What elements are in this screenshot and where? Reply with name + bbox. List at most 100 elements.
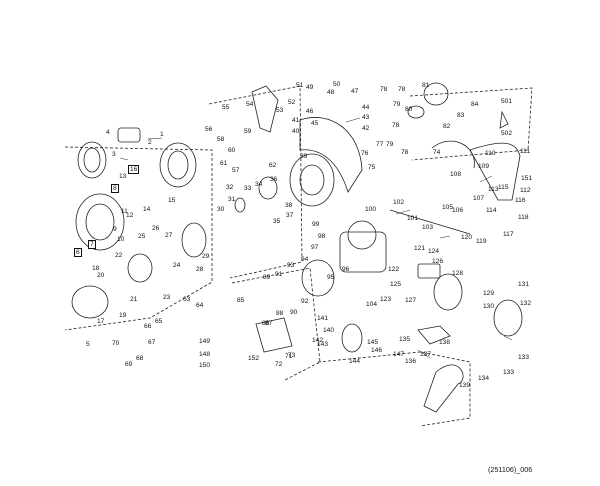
- callout-145: 145: [367, 339, 379, 346]
- callout-8: 8: [111, 184, 119, 193]
- callout-47: 47: [351, 88, 359, 95]
- callout-70: 70: [112, 340, 120, 347]
- callout-52: 52: [288, 99, 296, 106]
- callout-26: 26: [152, 225, 160, 232]
- part-handle-arm: [423, 364, 464, 413]
- callout-90: 90: [290, 309, 298, 316]
- callout-38: 38: [285, 202, 293, 209]
- part-spool-body: [75, 193, 125, 251]
- callout-100: 100: [365, 206, 377, 213]
- callout-134: 134: [478, 375, 490, 382]
- callout-122: 122: [388, 266, 400, 273]
- leader-line: [147, 137, 163, 140]
- part-bail-wire: [431, 140, 475, 169]
- part-spool-front-inner: [167, 150, 189, 180]
- callout-118: 118: [518, 214, 529, 221]
- callout-106: 106: [452, 207, 464, 214]
- diagram-code: (251106)_006: [488, 465, 533, 474]
- callout-10: 10: [117, 236, 125, 243]
- callout-144: 144: [349, 358, 361, 365]
- callout-16: 16: [128, 165, 140, 174]
- callout-146: 146: [371, 347, 383, 354]
- callout-71: 71: [285, 353, 293, 360]
- callout-102: 102: [393, 199, 405, 206]
- callout-77: 77: [376, 141, 384, 148]
- callout-126: 126: [432, 258, 444, 265]
- callout-87: 87: [265, 320, 273, 327]
- callout-22: 22: [115, 252, 123, 259]
- callout-96: 96: [342, 266, 350, 273]
- callout-92: 92: [301, 298, 309, 305]
- part-reel-body: [339, 231, 387, 273]
- callout-139: 139: [459, 382, 471, 389]
- callout-41: 41: [292, 117, 300, 124]
- callout-32: 32: [226, 184, 234, 191]
- leader-line: [119, 157, 129, 161]
- part-gear-cover: [433, 273, 463, 311]
- callout-143: 143: [317, 341, 329, 348]
- part-gear-ring: [301, 259, 335, 297]
- callout-48: 48: [327, 89, 335, 96]
- callout-130: 130: [483, 303, 495, 310]
- callout-62: 62: [269, 162, 277, 169]
- callout-78b: 78: [398, 86, 406, 93]
- callout-65: 65: [155, 318, 163, 325]
- callout-149: 149: [199, 338, 211, 345]
- leader-line: [417, 349, 431, 359]
- callout-84: 84: [471, 101, 479, 108]
- callout-132: 132: [520, 300, 532, 307]
- callout-83: 83: [457, 112, 465, 119]
- callout-44: 44: [362, 104, 370, 111]
- callout-58: 58: [217, 136, 225, 143]
- callout-27: 27: [165, 232, 173, 239]
- callout-4: 4: [106, 129, 110, 136]
- callout-79a: 79: [393, 101, 401, 108]
- callout-14: 14: [143, 206, 151, 213]
- part-rotor-nut: [258, 176, 278, 200]
- leader-line: [439, 235, 451, 239]
- callout-98: 98: [318, 233, 326, 240]
- callout-97: 97: [311, 244, 319, 251]
- callout-19: 19: [119, 312, 127, 319]
- callout-109: 109: [478, 163, 490, 170]
- callout-501: 501: [501, 98, 513, 105]
- callout-110: 110: [485, 150, 496, 157]
- callout-50: 50: [333, 81, 341, 88]
- callout-3: 3: [112, 151, 116, 158]
- callout-42: 42: [362, 125, 370, 132]
- part-foot-screw: [499, 110, 509, 129]
- callout-30: 30: [217, 206, 225, 213]
- callout-123: 123: [380, 296, 392, 303]
- part-bail-spring: [251, 85, 279, 133]
- callout-128: 128: [452, 270, 464, 277]
- part-side-plate: [493, 299, 523, 337]
- callout-53: 53: [276, 107, 284, 114]
- callout-33: 33: [244, 185, 252, 192]
- callout-57: 57: [232, 167, 240, 174]
- callout-9: 9: [113, 226, 117, 233]
- part-handle-knob: [423, 82, 449, 106]
- callout-34: 34: [255, 181, 263, 188]
- callout-59: 59: [244, 128, 252, 135]
- callout-56: 56: [205, 126, 213, 133]
- callout-18: 18: [92, 265, 100, 272]
- callout-88: 88: [276, 310, 284, 317]
- callout-49: 49: [306, 84, 314, 91]
- callout-72: 72: [275, 361, 283, 368]
- callout-64: 64: [196, 302, 204, 309]
- callout-46: 46: [306, 108, 314, 115]
- callout-31: 31: [228, 196, 236, 203]
- callout-85: 85: [237, 297, 245, 304]
- callout-104: 104: [366, 301, 378, 308]
- callout-133a: 133: [518, 354, 530, 361]
- callout-95: 95: [327, 274, 335, 281]
- callout-5: 5: [86, 341, 90, 348]
- callout-78c: 78: [392, 122, 400, 129]
- callout-12: 12: [126, 212, 134, 219]
- drag-group-outline: [409, 87, 533, 161]
- callout-125: 125: [390, 281, 402, 288]
- callout-74: 74: [433, 149, 441, 156]
- callout-67: 67: [148, 339, 156, 346]
- callout-137: 137: [420, 351, 432, 358]
